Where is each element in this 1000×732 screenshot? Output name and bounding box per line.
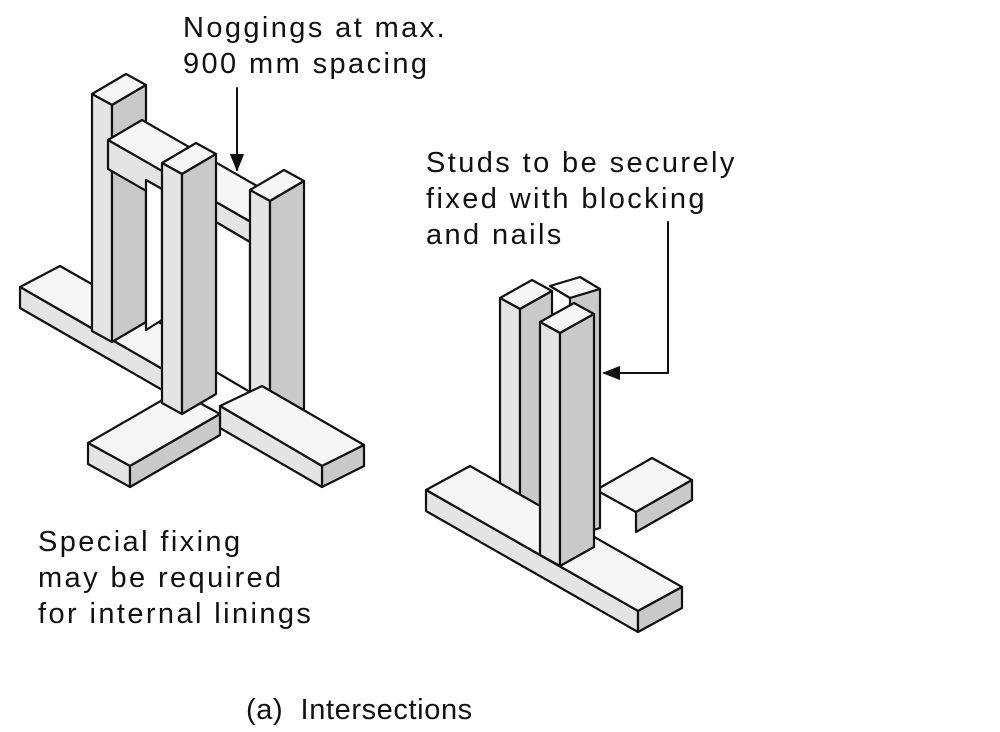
stud-back	[90, 72, 148, 344]
left-assembly	[18, 72, 366, 489]
special-fixing-label-line: for internal linings	[38, 598, 314, 630]
bottom-plate-left	[86, 389, 222, 489]
stud-right	[248, 168, 306, 432]
studs-label: Studs to be securely fixed with blocking…	[426, 145, 737, 253]
frame-opening	[144, 178, 164, 332]
stud-blocking-front	[538, 301, 596, 568]
bottom-plate-right	[218, 384, 366, 489]
studs-leader-arrow	[602, 221, 669, 381]
studs-label-line: Studs to be securely	[426, 147, 737, 179]
noggings-label-line: Noggings at max.	[183, 12, 448, 44]
studs-label-line: fixed with blocking	[426, 183, 707, 215]
special-fixing-label-line: Special fixing	[38, 526, 243, 558]
special-fixing-label: Special fixing may be required for inter…	[38, 524, 313, 632]
stud-front	[160, 141, 218, 416]
noggings-label: Noggings at max. 900 mm spacing	[183, 10, 447, 82]
base-plate-back	[594, 456, 694, 534]
special-fixing-label-line: may be required	[38, 562, 284, 594]
frame-opening	[214, 220, 252, 394]
right-assembly	[424, 221, 694, 634]
figure-caption: (a) Intersections	[246, 694, 473, 726]
studs-label-line: and nails	[426, 219, 564, 251]
noggings-label-line: 900 mm spacing	[183, 48, 430, 80]
